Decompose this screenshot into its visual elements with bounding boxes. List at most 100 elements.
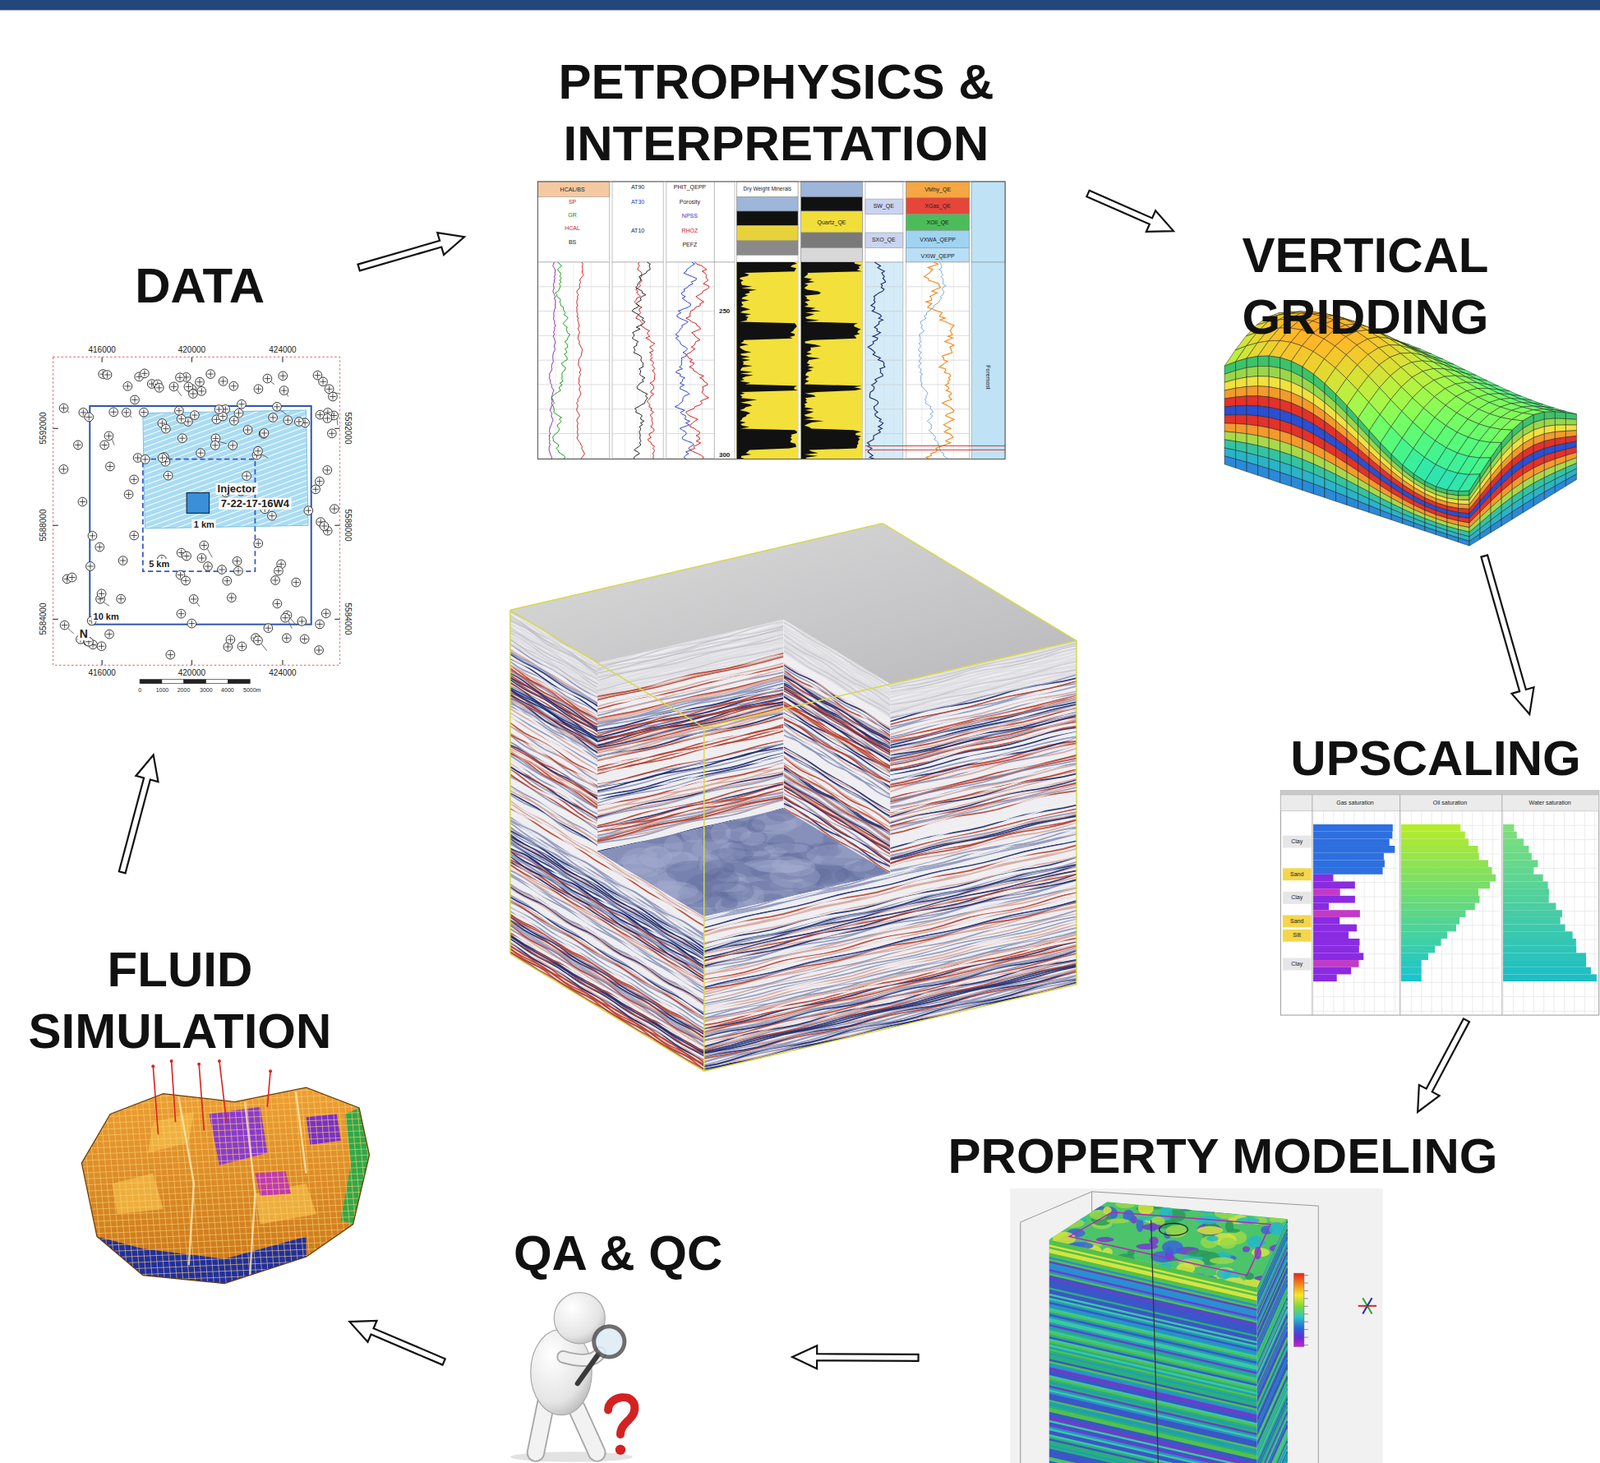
well-symbol: [96, 589, 107, 599]
well-symbol: [170, 383, 177, 390]
property-model: [1048, 1453, 1257, 1463]
property-model: [1206, 1235, 1219, 1241]
property-model: [1176, 1263, 1195, 1275]
well-symbol: [254, 447, 261, 454]
well-symbol: [253, 384, 263, 394]
well-symbol: [96, 589, 107, 599]
well-log-panel: [924, 262, 955, 460]
location-map: [139, 679, 162, 684]
grid-block: [1246, 396, 1259, 406]
property-model: [1151, 1220, 1159, 1463]
property-model: [1191, 1277, 1214, 1287]
property-model: [1304, 1282, 1309, 1284]
upscaling-chart: [1503, 924, 1566, 932]
property-model: [1126, 1276, 1152, 1288]
upscaling-chart: [1401, 845, 1479, 854]
upscaling-chart: [1501, 794, 1503, 1015]
well-symbol: [263, 623, 273, 633]
well-log-panel: [906, 181, 970, 199]
upscaling-chart: [1313, 945, 1360, 954]
location-map: [191, 659, 193, 665]
well-log-panel: [737, 262, 799, 460]
well-symbol: [191, 411, 198, 418]
grid-block: [1391, 514, 1403, 524]
well-symbol: [87, 530, 97, 540]
well-symbol: [125, 491, 132, 498]
grid-block: [1258, 405, 1270, 418]
well-log-panel: [590, 262, 592, 460]
upscaling-chart: [1280, 790, 1599, 795]
well-symbol: [272, 599, 282, 609]
well-symbol: [225, 635, 236, 645]
grid-block: [1224, 311, 1577, 546]
well-symbol: [253, 384, 263, 394]
well-symbol: [281, 633, 291, 643]
well-symbol: [225, 635, 236, 645]
well-symbol: [197, 449, 203, 456]
well-log-panel: [801, 248, 863, 263]
well-symbol: [86, 414, 93, 420]
well-symbol: [161, 424, 171, 434]
simulation-model: [170, 1059, 174, 1063]
well-symbol: [220, 378, 226, 384]
grid-block: [1554, 411, 1566, 420]
well-symbol: [295, 417, 305, 427]
upscaling-chart: [1401, 945, 1435, 954]
upscaling-chart: [1313, 931, 1349, 939]
well-log-panel: [714, 262, 735, 460]
well-symbol: [130, 395, 140, 405]
well-log-panel: [537, 181, 609, 198]
simulation-model: [71, 1216, 373, 1229]
property-model: [1101, 1261, 1124, 1270]
well-log-panel: [737, 225, 799, 241]
well-symbol: [230, 382, 237, 389]
grid-block: [1280, 472, 1292, 487]
upscaling-chart: [1313, 853, 1384, 861]
upscaling-chart: [1503, 959, 1587, 968]
simulation-model: [197, 1062, 201, 1066]
grid-block: [1235, 405, 1248, 415]
simulation-model: [71, 1172, 373, 1186]
well-symbol: [229, 416, 239, 426]
upscaling-chart: [1311, 794, 1313, 1015]
well-symbol: [268, 413, 278, 423]
property-model: [1042, 1273, 1062, 1288]
property-model: [1063, 1203, 1075, 1211]
well-symbol: [232, 556, 242, 566]
upscaling-chart: [1503, 825, 1598, 826]
well-symbol: [326, 386, 332, 392]
property-model: [1304, 1337, 1309, 1338]
well-symbol: [182, 551, 192, 561]
well-log-panel: [737, 211, 799, 226]
property-model: [1256, 1281, 1278, 1287]
well-symbol: [235, 410, 242, 416]
grid-block: [1313, 484, 1325, 498]
well-symbol: [217, 565, 227, 575]
well-log-panel: [893, 262, 895, 460]
well-symbol: [196, 378, 203, 385]
well-log-panel: [801, 232, 863, 249]
well-symbol: [106, 461, 116, 471]
well-symbol: [140, 455, 150, 465]
well-symbol: [258, 429, 268, 439]
well-symbol: [123, 409, 130, 415]
upscaling-chart: [1492, 811, 1494, 1015]
simulation-model: [71, 1221, 373, 1235]
well-symbol: [189, 389, 199, 399]
property-model: [1257, 1459, 1288, 1463]
simulation-model: [373, 1081, 392, 1288]
location-map: [53, 356, 341, 683]
well-symbol: [96, 641, 107, 651]
well-symbol: [185, 383, 192, 390]
well-symbol: [238, 401, 245, 407]
well-log-panel: [551, 262, 571, 460]
upscaling-chart: [1503, 973, 1597, 982]
upscaling-chart: [1313, 909, 1361, 918]
grid-block: [1235, 459, 1248, 472]
grid-block: [1512, 504, 1523, 519]
upscaling-chart: [1282, 929, 1312, 942]
well-symbol: [311, 484, 321, 494]
well-symbol: [84, 412, 94, 422]
simulation-model: [71, 1124, 373, 1137]
upscaling-chart: [1482, 811, 1484, 1015]
